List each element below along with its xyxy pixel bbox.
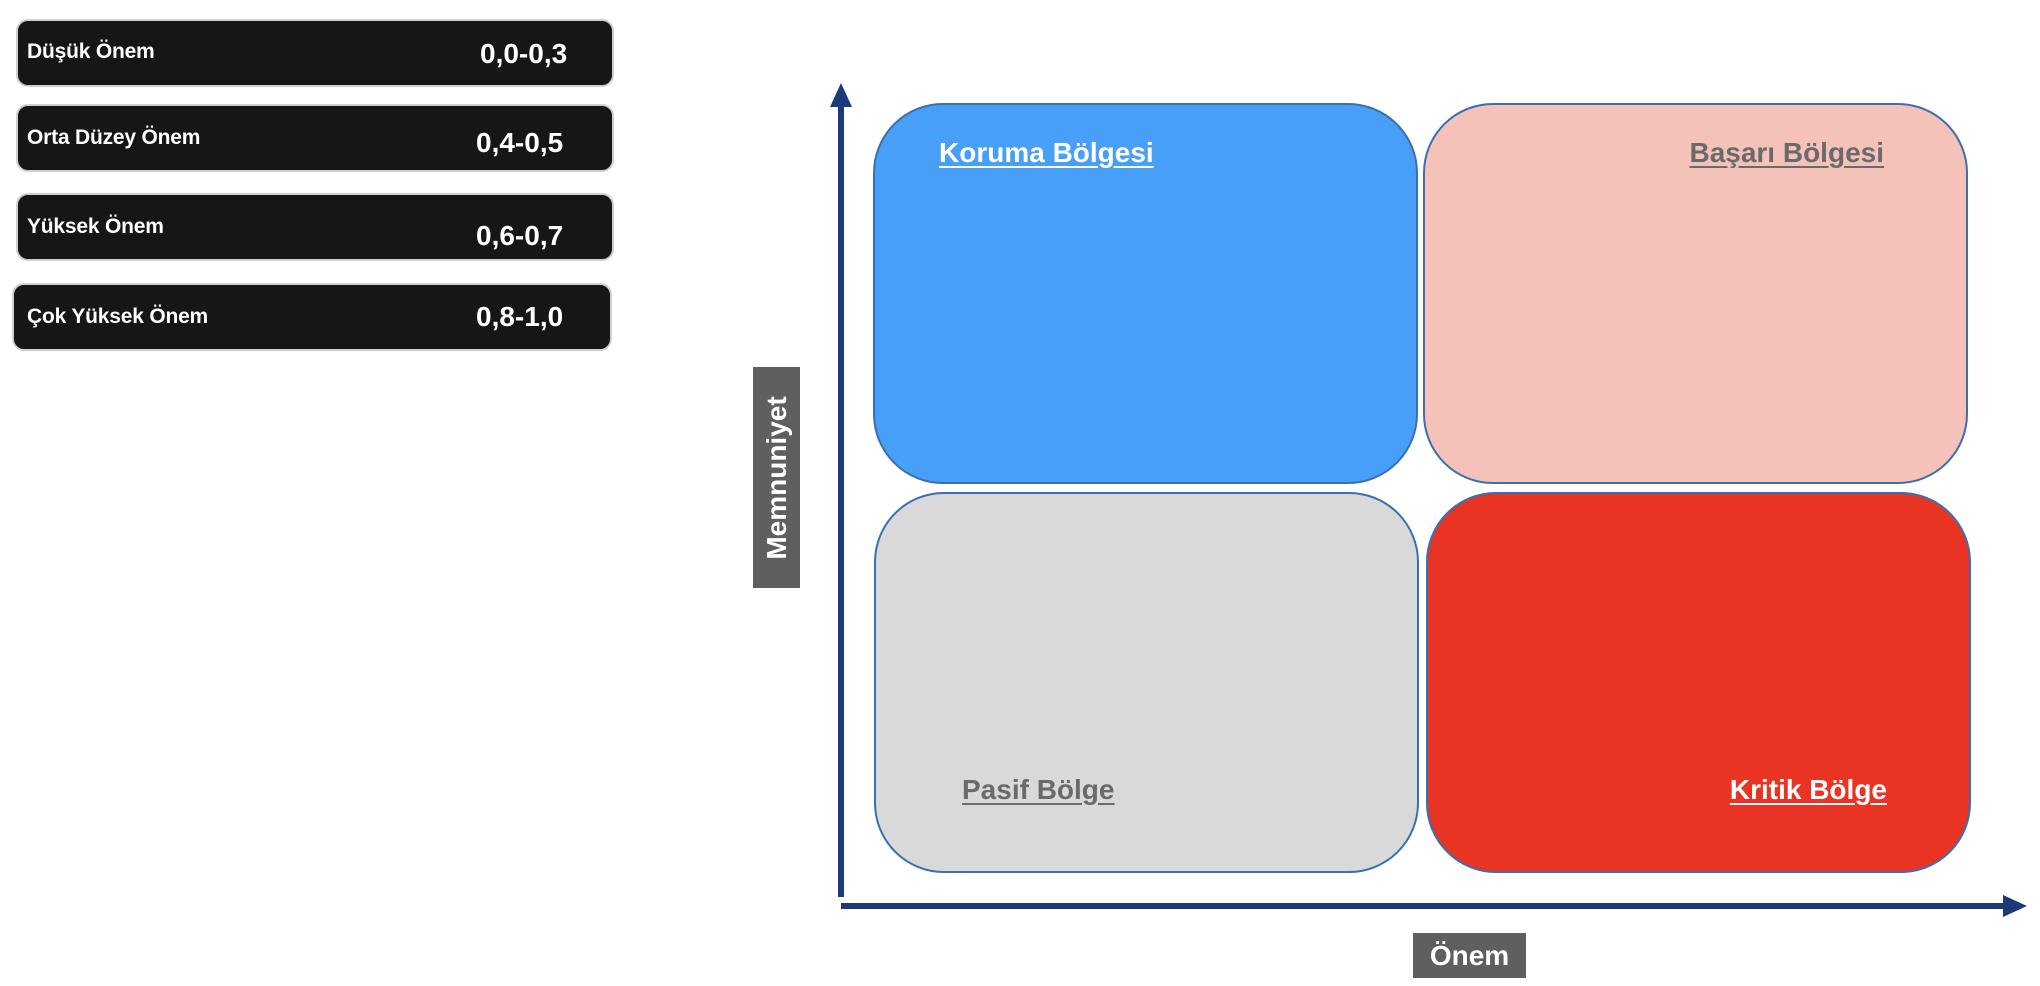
legend-label: Yüksek Önem [27, 215, 164, 238]
legend-range: 0,0-0,3 [480, 38, 568, 69]
y-axis-label-text: Memnuniyet [760, 395, 792, 560]
zone-label-pasif: Pasif Bölge [962, 774, 1115, 805]
zone-kritik: Kritik Bölge [1426, 492, 1971, 873]
zone-pasif: Pasif Bölge [874, 492, 1419, 873]
y-axis-arrowhead [830, 83, 852, 107]
x-axis-label-text: Önem [1429, 939, 1510, 971]
legend-item-medium: Orta Düzey Önem 0,4-0,5 [16, 104, 614, 172]
legend-label: Orta Düzey Önem [27, 126, 201, 149]
y-axis-label: Memnuniyet [753, 367, 800, 588]
x-axis-arrowhead [2003, 895, 2027, 917]
legend-label: Çok Yüksek Önem [27, 305, 209, 328]
legend-range: 0,6-0,7 [476, 220, 564, 251]
zone-label-kritik: Kritik Bölge [1729, 774, 1887, 805]
legend-item-very-high: Çok Yüksek Önem 0,8-1,0 [12, 283, 612, 351]
zone-label-koruma: Koruma Bölgesi [939, 137, 1154, 168]
x-axis-label: Önem [1413, 933, 1526, 978]
zone-basari: Başarı Bölgesi [1423, 103, 1968, 484]
legend-range: 0,4-0,5 [476, 127, 564, 158]
legend-label: Düşük Önem [27, 40, 155, 63]
legend-item-low: Düşük Önem 0,0-0,3 [16, 19, 614, 87]
legend-range: 0,8-1,0 [476, 301, 564, 332]
zone-label-basari: Başarı Bölgesi [1689, 137, 1884, 168]
zone-koruma: Koruma Bölgesi [873, 103, 1418, 484]
legend-item-high: Yüksek Önem 0,6-0,7 [16, 193, 614, 261]
